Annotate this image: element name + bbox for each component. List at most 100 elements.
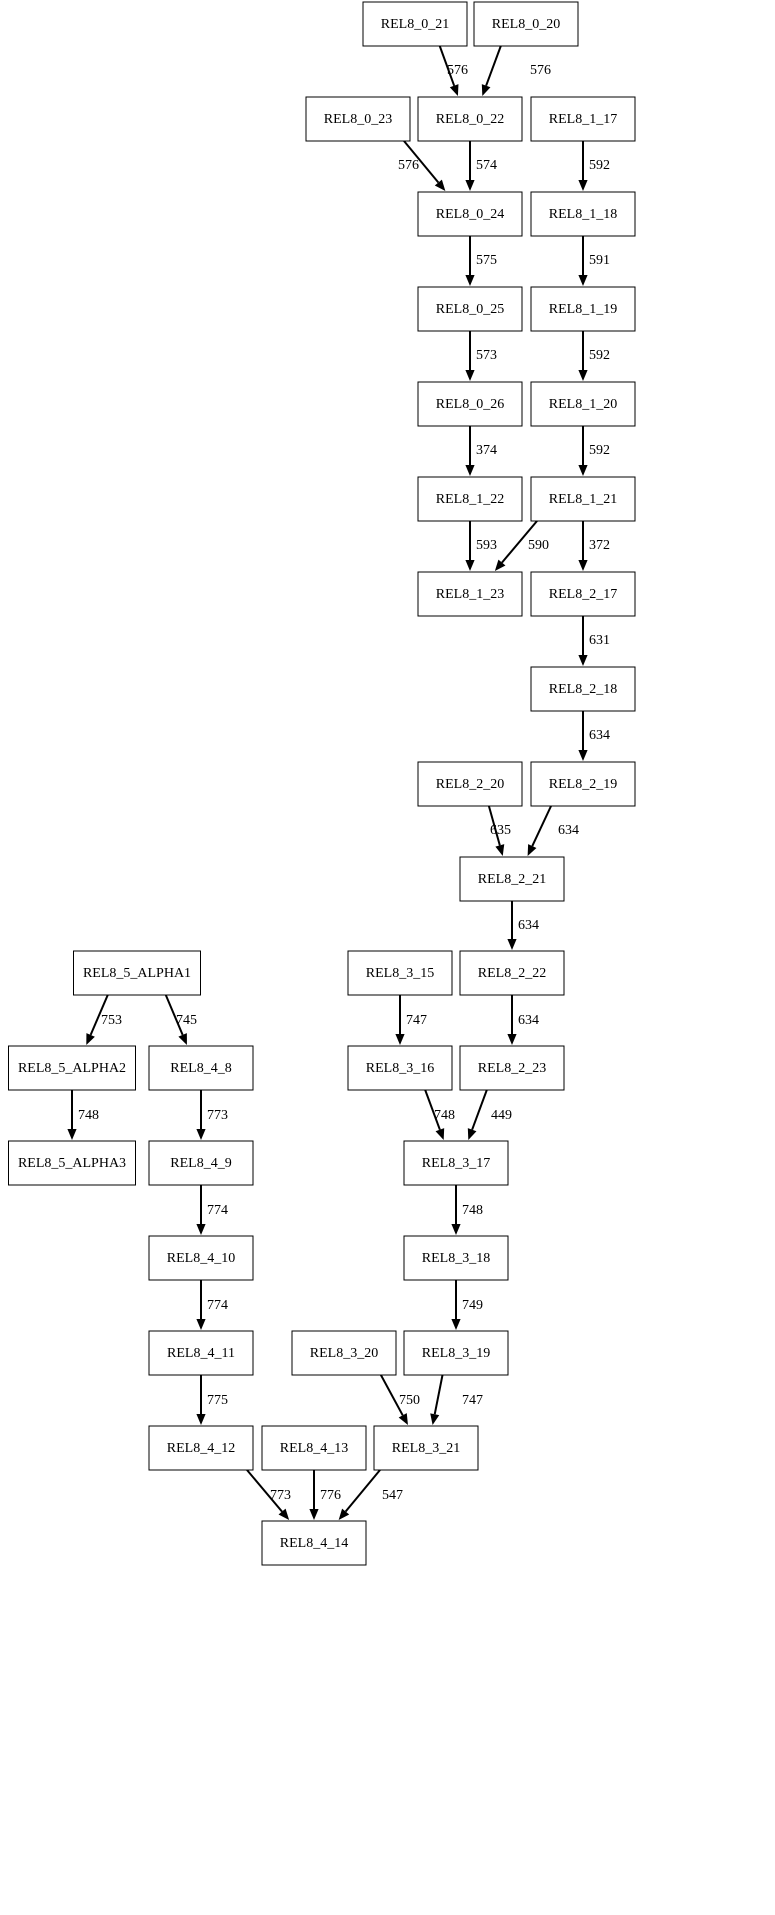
edge-line: [246, 1469, 283, 1513]
node-box[interactable]: [530, 96, 636, 142]
edge-weight-label: 774: [207, 1298, 228, 1313]
node-box[interactable]: [148, 1140, 254, 1186]
node-box[interactable]: [148, 1425, 254, 1471]
node-label: REL8_0_22: [436, 112, 504, 127]
node-box[interactable]: [459, 1045, 565, 1091]
node-box[interactable]: [417, 96, 523, 142]
graph-node[interactable]: REL8_0_23: [305, 96, 411, 142]
graph-node[interactable]: REL8_4_11: [148, 1330, 254, 1376]
graph-node[interactable]: REL8_4_9: [148, 1140, 254, 1186]
node-box[interactable]: [530, 286, 636, 332]
graph-node[interactable]: REL8_1_22: [417, 476, 523, 522]
graph-edge: 634: [507, 995, 539, 1045]
graph-node[interactable]: REL8_0_22: [417, 96, 523, 142]
graph-node[interactable]: REL8_4_12: [148, 1425, 254, 1471]
edge-arrowhead: [395, 1034, 405, 1045]
edge-arrowhead: [578, 275, 588, 286]
graph-node[interactable]: REL8_1_18: [530, 191, 636, 237]
graph-node[interactable]: REL8_3_21: [373, 1425, 479, 1471]
graph-edge: 748: [424, 1089, 455, 1140]
node-box[interactable]: [403, 1140, 509, 1186]
graph-edge: 634: [527, 805, 579, 856]
edge-weight-label: 747: [406, 1013, 427, 1028]
edge-arrowhead: [465, 560, 475, 571]
graph-node[interactable]: REL8_2_21: [459, 856, 565, 902]
node-box[interactable]: [8, 1140, 136, 1186]
graph-node[interactable]: REL8_2_20: [417, 761, 523, 807]
node-box[interactable]: [261, 1425, 367, 1471]
graph-node[interactable]: REL8_3_18: [403, 1235, 509, 1281]
graph-node[interactable]: REL8_2_18: [530, 666, 636, 712]
node-box[interactable]: [417, 286, 523, 332]
graph-edge: 576: [481, 45, 551, 96]
node-box[interactable]: [362, 1, 468, 47]
graph-node[interactable]: REL8_4_10: [148, 1235, 254, 1281]
node-label: REL8_1_20: [549, 397, 617, 412]
graph-node[interactable]: REL8_3_19: [403, 1330, 509, 1376]
graph-node[interactable]: REL8_2_22: [459, 950, 565, 996]
graph-node[interactable]: REL8_4_8: [148, 1045, 254, 1091]
graph-node[interactable]: REL8_0_25: [417, 286, 523, 332]
node-box[interactable]: [530, 381, 636, 427]
node-box[interactable]: [8, 1045, 136, 1091]
edge-weight-label: 576: [530, 63, 551, 78]
edge-arrowhead: [451, 1224, 461, 1235]
edge-arrowhead: [578, 370, 588, 381]
graph-node[interactable]: REL8_1_20: [530, 381, 636, 427]
node-box[interactable]: [530, 191, 636, 237]
graph-node[interactable]: REL8_4_13: [261, 1425, 367, 1471]
node-box[interactable]: [530, 761, 636, 807]
node-box[interactable]: [261, 1520, 367, 1566]
graph-node[interactable]: REL8_2_19: [530, 761, 636, 807]
graph-node[interactable]: REL8_3_16: [347, 1045, 453, 1091]
node-box[interactable]: [305, 96, 411, 142]
node-box[interactable]: [291, 1330, 397, 1376]
graph-node[interactable]: REL8_3_20: [291, 1330, 397, 1376]
node-box[interactable]: [417, 571, 523, 617]
node-box[interactable]: [347, 1045, 453, 1091]
edge-arrowhead: [86, 1033, 95, 1045]
graph-edge: 774: [196, 1185, 228, 1235]
graph-node[interactable]: REL8_2_23: [459, 1045, 565, 1091]
graph-node[interactable]: REL8_2_17: [530, 571, 636, 617]
graph-node[interactable]: REL8_1_19: [530, 286, 636, 332]
graph-edge: 753: [86, 994, 122, 1045]
node-box[interactable]: [148, 1235, 254, 1281]
node-box[interactable]: [459, 856, 565, 902]
node-box[interactable]: [459, 950, 565, 996]
graph-node[interactable]: REL8_0_21: [362, 1, 468, 47]
graph-node[interactable]: REL8_3_17: [403, 1140, 509, 1186]
node-box[interactable]: [417, 476, 523, 522]
node-box[interactable]: [148, 1330, 254, 1376]
graph-edge: 634: [507, 901, 539, 950]
graph-node[interactable]: REL8_1_23: [417, 571, 523, 617]
node-box[interactable]: [73, 950, 201, 996]
graph-node[interactable]: REL8_0_26: [417, 381, 523, 427]
graph-edge: 775: [196, 1375, 228, 1425]
edge-weight-label: 590: [528, 538, 549, 553]
node-box[interactable]: [530, 571, 636, 617]
node-box[interactable]: [373, 1425, 479, 1471]
graph-node[interactable]: REL8_5_ALPHA2: [8, 1045, 136, 1091]
node-box[interactable]: [417, 191, 523, 237]
edge-arrowhead: [578, 465, 588, 476]
graph-node[interactable]: REL8_0_24: [417, 191, 523, 237]
graph-node[interactable]: REL8_0_20: [473, 1, 579, 47]
node-box[interactable]: [148, 1045, 254, 1091]
graph-node[interactable]: REL8_1_17: [530, 96, 636, 142]
node-box[interactable]: [417, 761, 523, 807]
graph-node[interactable]: REL8_5_ALPHA3: [8, 1140, 136, 1186]
graph-node[interactable]: REL8_5_ALPHA1: [73, 950, 201, 996]
node-box[interactable]: [530, 476, 636, 522]
node-box[interactable]: [403, 1330, 509, 1376]
node-box[interactable]: [403, 1235, 509, 1281]
node-box[interactable]: [417, 381, 523, 427]
graph-node[interactable]: REL8_1_21: [530, 476, 636, 522]
node-box[interactable]: [530, 666, 636, 712]
node-box[interactable]: [473, 1, 579, 47]
edge-weight-label: 635: [490, 823, 511, 838]
graph-node[interactable]: REL8_4_14: [261, 1520, 367, 1566]
node-box[interactable]: [347, 950, 453, 996]
graph-node[interactable]: REL8_3_15: [347, 950, 453, 996]
